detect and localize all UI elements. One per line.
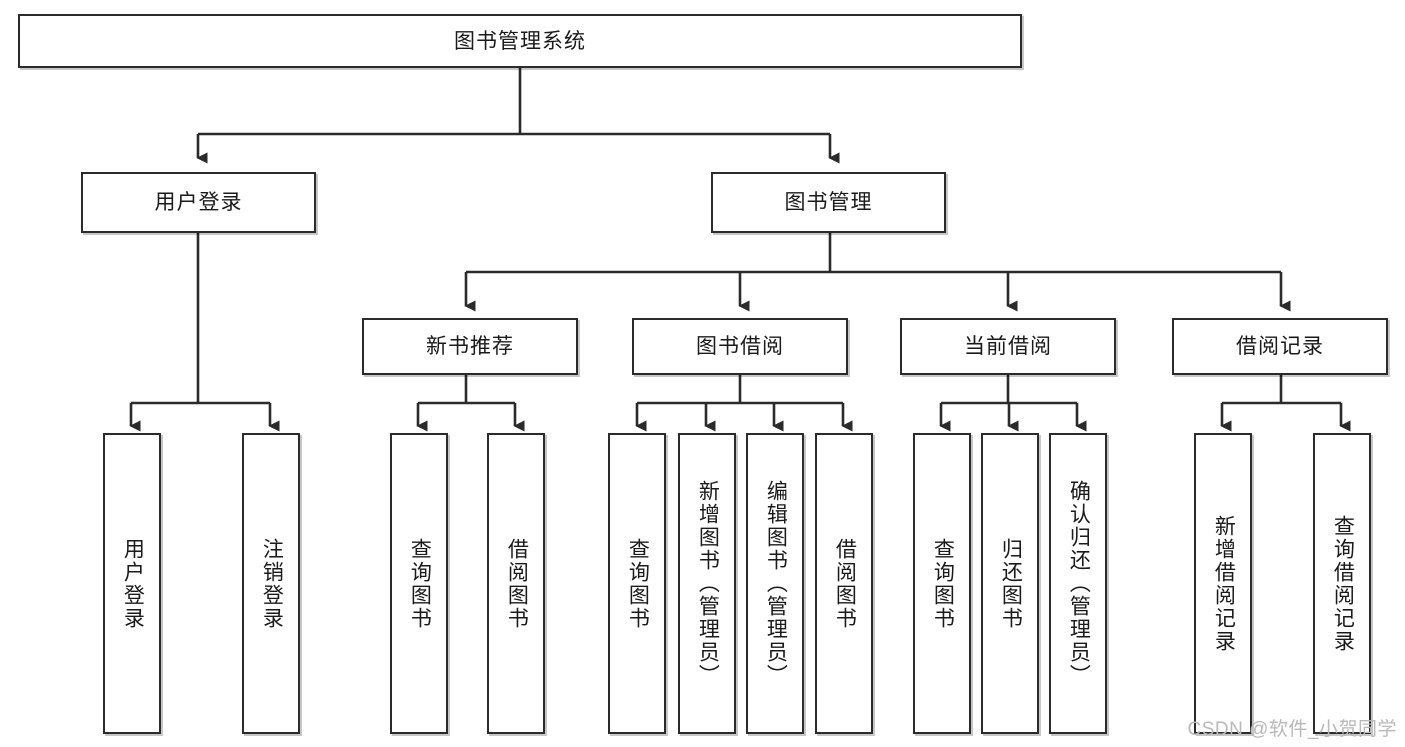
leaf-label: 查询图书 xyxy=(931,537,955,630)
leaf-label: 新增借阅记录 xyxy=(1212,514,1236,653)
connector-group-current-borrow xyxy=(939,375,1087,432)
leaf-label: 借阅图书 xyxy=(505,537,529,630)
leaf-user-login-login[interactable]: 用户登录 xyxy=(103,433,161,734)
node-user-login[interactable]: 用户登录 xyxy=(81,172,316,233)
leaf-label: 注销登录 xyxy=(260,537,284,630)
node-label: 图书管理 xyxy=(784,191,873,214)
connector-group-book-borrow xyxy=(635,375,853,432)
connector-group-new-book xyxy=(416,375,525,432)
leaf-label: 确认归还（管理员） xyxy=(1067,480,1091,687)
node-label: 图书管理系统 xyxy=(454,29,586,53)
node-book-borrow[interactable]: 图书借阅 xyxy=(632,318,848,375)
leaf-new-book-borrow[interactable]: 借阅图书 xyxy=(487,433,545,734)
node-borrow-record[interactable]: 借阅记录 xyxy=(1172,318,1388,375)
leaf-book-borrow-add[interactable]: 新增图书（管理员） xyxy=(678,433,736,734)
leaf-label: 借阅图书 xyxy=(833,537,857,630)
leaf-label: 归还图书 xyxy=(999,537,1023,630)
node-label: 借阅记录 xyxy=(1236,335,1324,358)
leaf-label: 用户登录 xyxy=(121,537,145,630)
node-root-system[interactable]: 图书管理系统 xyxy=(18,14,1022,68)
leaf-new-book-query[interactable]: 查询图书 xyxy=(390,433,448,734)
leaf-book-borrow-edit[interactable]: 编辑图书（管理员） xyxy=(746,433,804,734)
leaf-current-borrow-query[interactable]: 查询图书 xyxy=(913,433,971,734)
leaf-borrow-record-add[interactable]: 新增借阅记录 xyxy=(1194,433,1252,734)
leaf-current-borrow-confirm[interactable]: 确认归还（管理员） xyxy=(1049,433,1107,734)
leaf-label: 编辑图书（管理员） xyxy=(764,480,788,687)
connector-group-borrow-record xyxy=(1220,375,1351,432)
leaf-label: 查询图书 xyxy=(408,537,432,630)
leaf-label: 新增图书（管理员） xyxy=(696,480,720,687)
leaf-user-login-logout[interactable]: 注销登录 xyxy=(242,433,300,734)
leaf-label: 查询借阅记录 xyxy=(1331,514,1355,653)
leaf-current-borrow-return[interactable]: 归还图书 xyxy=(981,433,1039,734)
node-label: 当前借阅 xyxy=(964,335,1052,358)
node-label: 新书推荐 xyxy=(426,335,514,358)
node-book-manage[interactable]: 图书管理 xyxy=(711,172,946,233)
leaf-book-borrow-query[interactable]: 查询图书 xyxy=(608,433,666,734)
node-label: 图书借阅 xyxy=(696,335,784,358)
leaf-borrow-record-query[interactable]: 查询借阅记录 xyxy=(1313,433,1371,734)
leaf-book-borrow-borrow[interactable]: 借阅图书 xyxy=(815,433,873,734)
node-new-book-recommend[interactable]: 新书推荐 xyxy=(362,318,578,375)
leaf-label: 查询图书 xyxy=(626,537,650,630)
node-label: 用户登录 xyxy=(154,191,243,214)
connector-group-root xyxy=(196,68,840,164)
connector-group-book-manage xyxy=(464,233,1291,312)
connector-group-user-login xyxy=(129,233,280,432)
node-current-borrow[interactable]: 当前借阅 xyxy=(900,318,1116,375)
